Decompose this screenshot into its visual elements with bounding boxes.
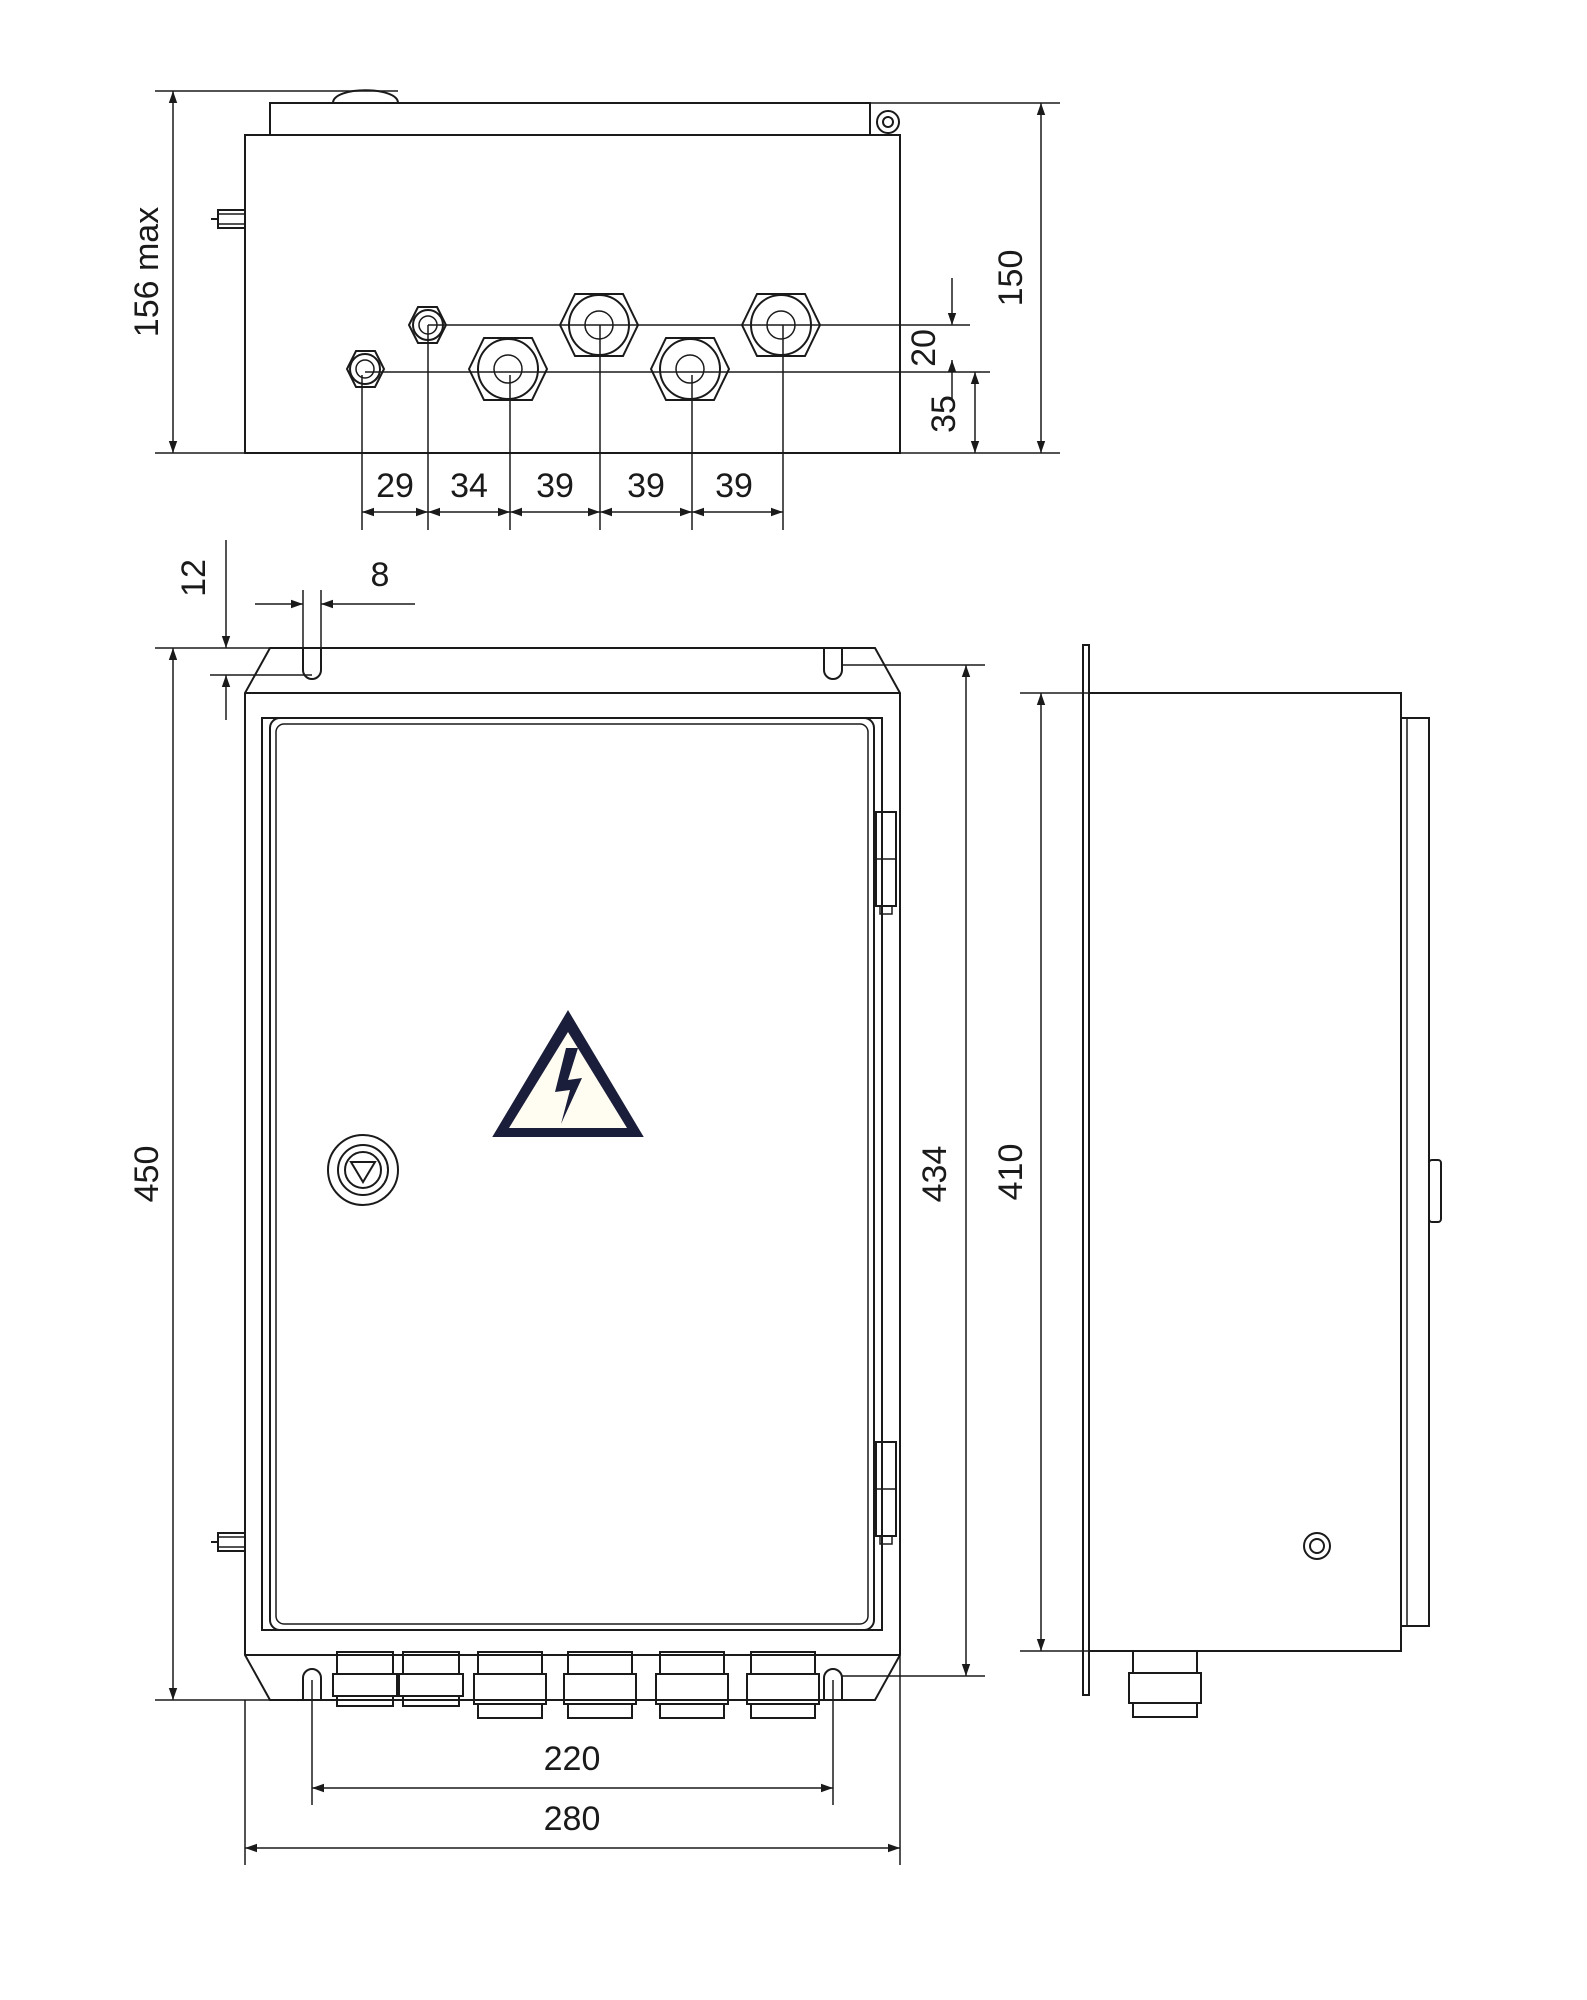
dim-height-max: 156 max — [128, 207, 166, 337]
dim-side-height: 410 — [992, 1144, 1030, 1201]
dim-spacing-5: 39 — [715, 467, 753, 505]
gland-3 — [467, 337, 549, 401]
slot-top-left — [302, 648, 322, 680]
dim-overall-height: 450 — [128, 1146, 166, 1203]
ground-bolt-front — [211, 1532, 246, 1552]
top-hinge-pin — [876, 110, 900, 134]
gland-5 — [649, 337, 731, 401]
dim-mount-height: 434 — [916, 1146, 954, 1203]
dim-height: 150 — [992, 250, 1030, 307]
ground-bolt-top — [211, 209, 246, 229]
gland-1 — [345, 350, 386, 388]
cable-glands-bottom — [332, 1651, 820, 1719]
dim-spacing-3: 39 — [536, 467, 574, 505]
high-voltage-warning-icon — [492, 1010, 644, 1137]
gland-bottom-4 — [563, 1651, 637, 1719]
side-view: 410 — [992, 644, 1442, 1718]
enclosure-door — [269, 717, 875, 1631]
dim-spacing-2: 34 — [450, 467, 488, 505]
side-body — [1088, 692, 1402, 1652]
door-lock-icon — [327, 1134, 399, 1206]
top-handle — [332, 89, 399, 104]
gland-bottom-1 — [332, 1651, 398, 1707]
gland-bottom-6 — [746, 1651, 820, 1719]
top-lid — [269, 102, 871, 136]
dim-spacing-1: 29 — [376, 467, 414, 505]
door-hinges — [875, 811, 897, 1545]
dim-overall-width: 280 — [544, 1800, 601, 1838]
front-view: 12 8 450 434 220 280 — [128, 540, 985, 1865]
slot-bottom-right — [823, 1668, 843, 1700]
slot-bottom-left — [302, 1668, 322, 1700]
dim-slot-height: 12 — [175, 559, 213, 597]
top-view: 29 34 39 39 39 156 max 150 20 35 — [128, 89, 1060, 530]
side-lock — [1428, 1159, 1442, 1223]
dim-mount-width: 220 — [544, 1740, 601, 1778]
dim-offset-lower: 35 — [925, 395, 963, 433]
side-ground-bolt — [1303, 1532, 1331, 1560]
gland-bottom-3 — [473, 1651, 547, 1719]
gland-bottom-5 — [655, 1651, 729, 1719]
slot-top-right — [823, 648, 843, 680]
dim-spacing-4: 39 — [627, 467, 665, 505]
side-gland — [1128, 1650, 1202, 1718]
dim-offset-upper: 20 — [905, 329, 943, 367]
dim-slot-width: 8 — [371, 556, 390, 594]
side-door-profile — [1400, 717, 1430, 1627]
gland-bottom-2 — [398, 1651, 464, 1707]
